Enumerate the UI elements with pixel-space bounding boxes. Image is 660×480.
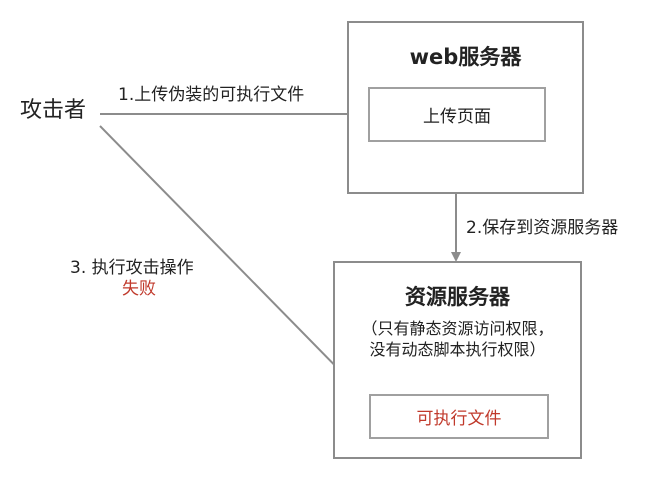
- web-server-title: web服务器: [409, 45, 522, 69]
- step3-label: 3. 执行攻击操作: [70, 258, 194, 278]
- upload-page-label: 上传页面: [423, 107, 491, 127]
- resource-server-note-line1: （只有静态资源访问权限，: [361, 319, 554, 338]
- resource-server-note-line2: 没有动态脚本执行权限）: [369, 340, 546, 359]
- upload-page-box: 上传页面: [368, 87, 546, 142]
- resource-server-title: 资源服务器: [405, 285, 510, 309]
- step2-label: 2.保存到资源服务器: [466, 218, 619, 238]
- step3-result-label: 失败: [122, 279, 156, 299]
- attacker-label: 攻击者: [20, 98, 87, 123]
- arrow-step3: [99, 125, 360, 391]
- step1-label: 1.上传伪装的可执行文件: [118, 85, 305, 105]
- executable-file-box: 可执行文件: [369, 394, 549, 439]
- executable-file-label: 可执行文件: [416, 409, 502, 429]
